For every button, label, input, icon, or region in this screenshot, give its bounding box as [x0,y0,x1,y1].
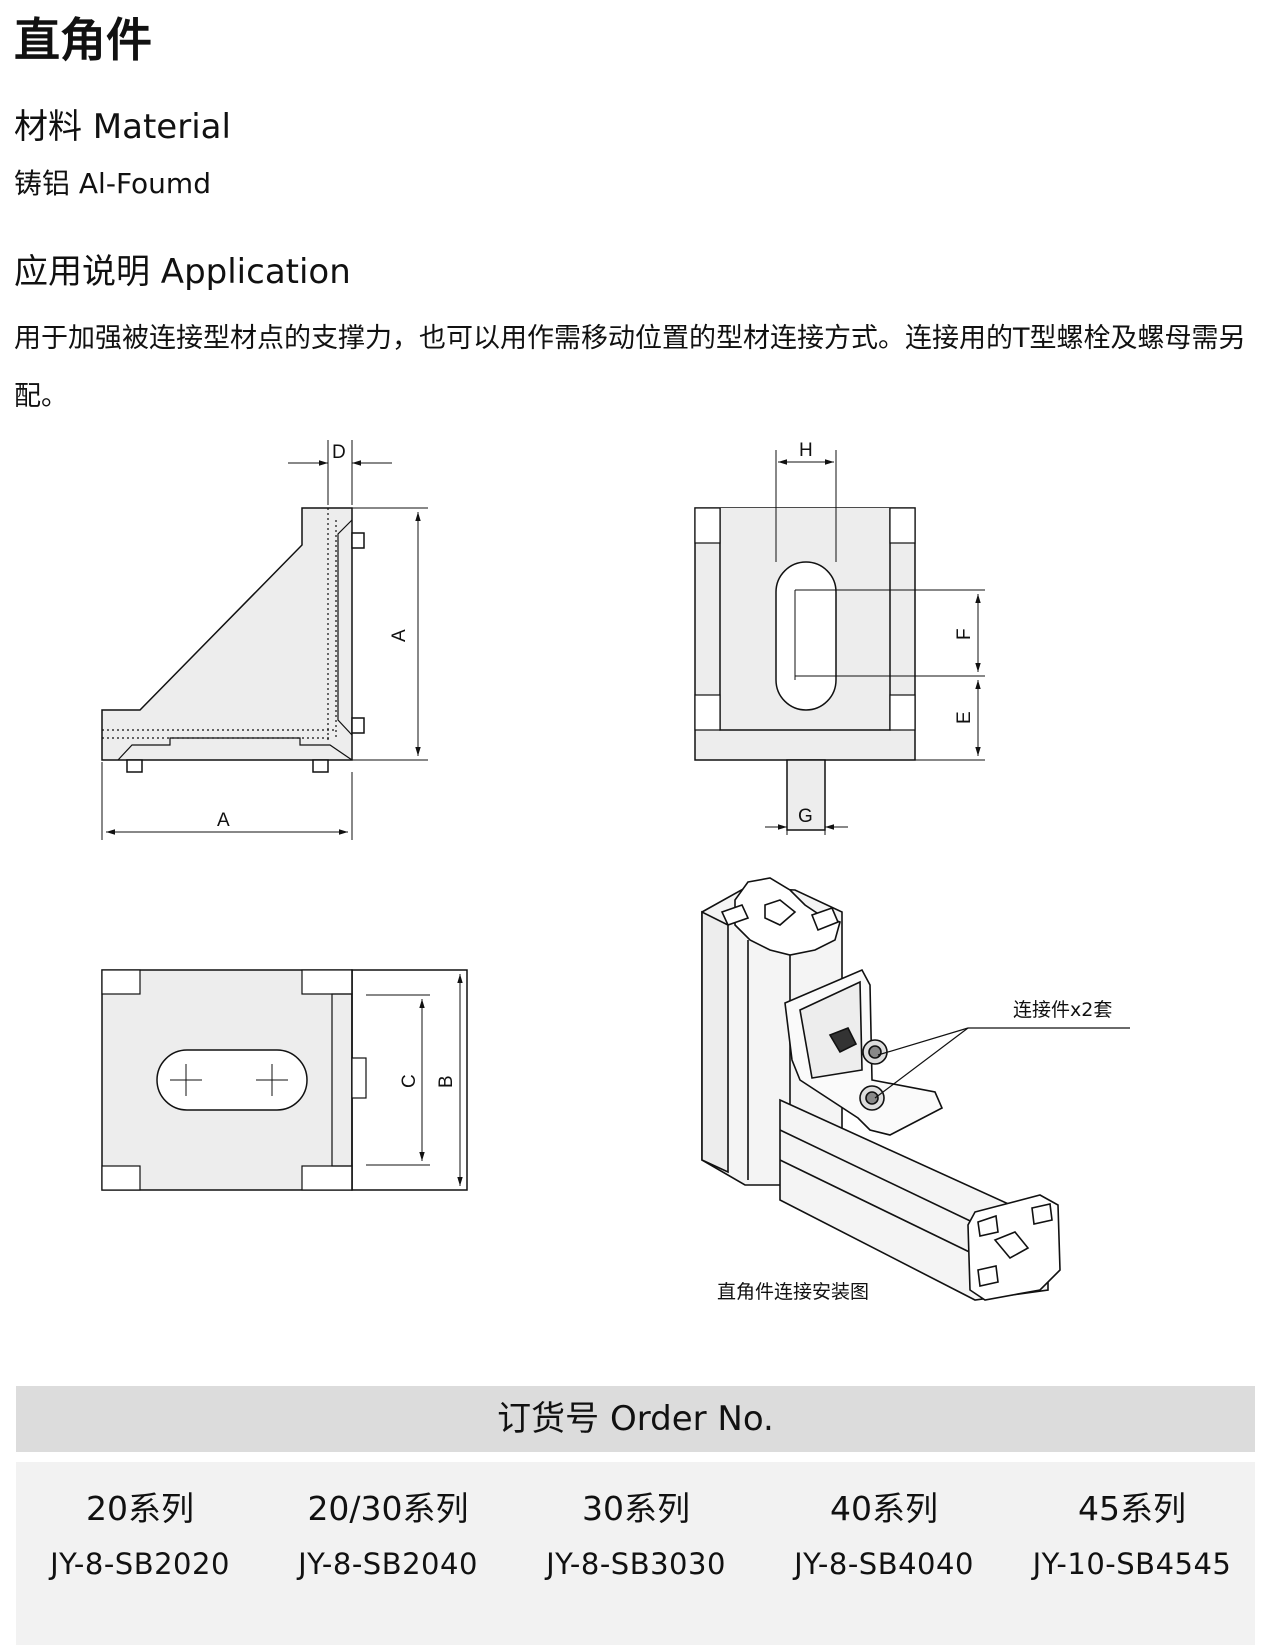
side-view-drawing [101,440,428,840]
front-view-drawing [694,450,985,835]
application-description: 用于加强被连接型材点的支撑力，也可以用作需移动位置的型材连接方式。连接用的T型螺… [14,323,1246,412]
dim-label-a-bottom: A [217,810,230,831]
model-number: JY-8-SB2020 [50,1547,230,1581]
dim-label-a-side: A [389,629,410,642]
order-item: 20系列 JY-8-SB2020 [16,1486,264,1586]
order-item: 40系列 JY-8-SB4040 [760,1486,1008,1586]
series-label: 20/30系列 [307,1489,469,1528]
model-number: JY-8-SB4040 [794,1547,974,1581]
top-view-drawing [101,969,468,1191]
dim-label-e: E [954,711,975,724]
installation-caption: 直角件连接安装图 [717,1281,869,1303]
order-heading: 订货号 Order No. [16,1386,1255,1452]
order-item: 30系列 JY-8-SB3030 [512,1486,760,1586]
dim-label-c: C [399,1074,420,1088]
order-table: 20系列 JY-8-SB2020 20/30系列 JY-8-SB2040 30系… [16,1462,1255,1645]
model-number: JY-10-SB4545 [1032,1547,1232,1581]
order-item: 20/30系列 JY-8-SB2040 [264,1486,512,1586]
technical-drawings: D A A H F E G [101,440,1130,1303]
model-number: JY-8-SB3030 [546,1547,726,1581]
series-label: 30系列 [582,1489,690,1528]
model-number: JY-8-SB2040 [298,1547,478,1581]
application-heading: 应用说明 Application [14,252,351,292]
dim-label-d: D [332,442,346,463]
page-title: 直角件 [14,13,152,67]
series-label: 20系列 [86,1489,194,1528]
dim-label-f: F [954,628,975,640]
dim-label-b: B [436,1075,457,1088]
callout-label: 连接件x2套 [1013,999,1112,1021]
installation-drawing [701,877,1130,1301]
dim-label-h: H [799,440,813,461]
series-label: 40系列 [830,1489,938,1528]
order-item: 45系列 JY-10-SB4545 [1008,1486,1256,1586]
material-value: 铸铝 Al-Foumd [14,167,211,200]
series-label: 45系列 [1078,1489,1186,1528]
dim-label-g: G [798,806,813,827]
material-heading: 材料 Material [14,107,231,147]
